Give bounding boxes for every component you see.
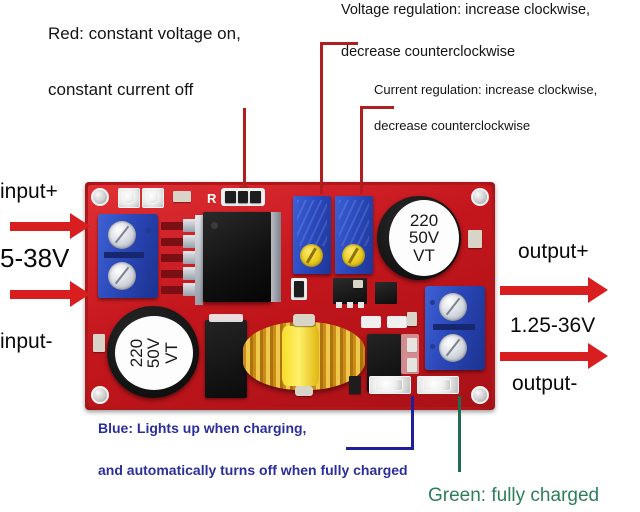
arrow-input-negative xyxy=(10,290,72,299)
shielding-block xyxy=(205,320,247,398)
led-dome xyxy=(146,191,159,204)
terminal-hole xyxy=(430,300,435,305)
capacitor-label: 220 50V VT xyxy=(115,316,193,390)
led-dome xyxy=(122,191,135,204)
smd-part xyxy=(238,191,248,203)
led-body xyxy=(423,379,451,391)
arrowhead-output-positive xyxy=(588,277,608,303)
voltage-pot-screw[interactable] xyxy=(300,244,323,267)
terminal-hole xyxy=(430,344,435,349)
leader-line-current-pot xyxy=(360,106,363,194)
terminal-screw-output-negative[interactable] xyxy=(439,334,467,362)
arrow-output-positive xyxy=(500,286,590,295)
pot-texture xyxy=(339,200,369,246)
terminal-slot xyxy=(104,252,144,258)
silkscreen-label-r: R xyxy=(207,191,217,206)
current-note-line1: Current regulation: increase clockwise, xyxy=(374,82,598,97)
inductor-lead xyxy=(293,314,315,326)
blue-note-line1: Blue: Lights up when charging, xyxy=(98,420,307,436)
terminal-slot xyxy=(433,324,475,330)
label-output-positive: output+ xyxy=(518,240,589,263)
main-switching-ic xyxy=(203,212,271,302)
cap-value-line2: 50V xyxy=(408,228,440,248)
terminal-hole xyxy=(146,272,151,277)
smd-resistor xyxy=(173,191,191,202)
current-adjust-potentiometer[interactable] xyxy=(335,196,373,274)
label-input-negative: input- xyxy=(0,330,53,353)
smd-resistor xyxy=(468,230,482,248)
arrow-output-negative xyxy=(500,352,590,361)
cap-value-line1: 220 xyxy=(127,338,146,368)
led-indicator-green xyxy=(417,376,459,394)
pad-pair xyxy=(291,278,307,300)
smd-cap xyxy=(353,280,363,288)
output-terminal-block[interactable] xyxy=(425,286,485,370)
blue-note-line2: and automatically turns off when fully c… xyxy=(98,462,408,478)
ic-heatsink-tab xyxy=(271,212,281,302)
output-capacitor: 220 50V VT xyxy=(377,196,461,280)
inductor-lead xyxy=(295,386,313,396)
led-body xyxy=(375,379,403,391)
mounting-hole xyxy=(471,386,489,404)
capacitor-label: 220 50V VT xyxy=(389,200,459,276)
voltage-note-line1: Voltage regulation: increase clockwise, xyxy=(341,2,591,18)
leader-line-voltage-pot xyxy=(320,42,323,194)
ic-pin1-marker xyxy=(211,222,218,229)
pot-texture xyxy=(297,200,327,246)
led-indicator-second xyxy=(142,188,164,208)
label-input-positive: input+ xyxy=(0,180,58,203)
red-note-line2: constant current off xyxy=(48,80,194,99)
led-indicator-blue xyxy=(369,376,411,394)
smd-component-group xyxy=(221,188,265,206)
voltage-note-line2: decrease counterclockwise xyxy=(341,44,516,60)
arrow-input-positive xyxy=(10,222,72,231)
red-note-line1: Red: constant voltage on, xyxy=(48,24,241,43)
toroidal-inductor xyxy=(243,322,365,390)
current-pot-screw[interactable] xyxy=(342,244,365,267)
inductor-core xyxy=(282,326,319,386)
current-note-line2: decrease counterclockwise xyxy=(374,118,531,133)
cap-value-line1: 220 xyxy=(409,211,439,230)
leader-line-red-led xyxy=(243,108,246,190)
cap-value-line3: VT xyxy=(161,342,181,364)
label-output-voltage-range: 1.25-36V xyxy=(510,314,596,337)
voltage-adjust-potentiometer[interactable] xyxy=(293,196,331,274)
cap-value-line3: VT xyxy=(413,245,435,265)
buck-converter-pcb: R xyxy=(85,182,495,410)
terminal-hole xyxy=(146,228,151,233)
arrowhead-input-positive xyxy=(70,213,90,239)
smd-diode xyxy=(375,282,397,304)
terminal-screw-output-positive[interactable] xyxy=(439,293,467,321)
smd-part xyxy=(349,376,361,394)
cap-value-line2: 50V xyxy=(144,337,164,369)
leader-line-voltage-pot-horizontal xyxy=(320,42,358,45)
leader-line-current-pot-horizontal xyxy=(360,106,394,109)
label-output-negative: output- xyxy=(512,372,578,395)
input-capacitor: 220 50V VT xyxy=(107,306,199,398)
terminal-screw-input-negative[interactable] xyxy=(108,262,136,290)
leader-line-green-led xyxy=(458,396,461,472)
input-terminal-block[interactable] xyxy=(98,214,158,298)
green-note: Green: fully charged xyxy=(428,485,600,506)
mounting-hole xyxy=(471,188,489,206)
led-indicator-red xyxy=(118,188,140,208)
arrowhead-input-negative xyxy=(70,281,90,307)
arrowhead-output-negative xyxy=(588,343,608,369)
terminal-screw-input-positive[interactable] xyxy=(108,221,136,249)
leader-line-blue-led-horizontal xyxy=(346,447,414,450)
smd-part xyxy=(250,191,261,203)
smd-part xyxy=(225,191,236,203)
label-input-voltage-range: 5-38V xyxy=(0,243,70,273)
leader-line-blue-led xyxy=(411,396,414,450)
smd-resistor xyxy=(93,334,105,352)
mounting-hole xyxy=(91,188,109,206)
mounting-hole xyxy=(91,386,109,404)
